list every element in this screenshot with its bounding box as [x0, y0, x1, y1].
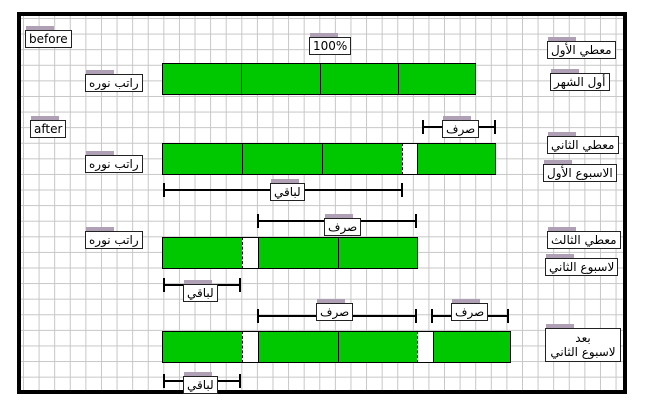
- before-label: before: [25, 26, 72, 48]
- spent-label-2: صرف: [324, 214, 362, 236]
- bar-gap: [417, 331, 434, 363]
- giver-first-label: معطي الأول: [547, 37, 616, 59]
- spent-label-3a: صرف: [316, 299, 354, 321]
- bar-segment: [398, 63, 476, 95]
- after-week-second-label: بعد لاسبوع الثاني: [545, 324, 621, 362]
- spent-label-3b: صرف: [451, 299, 489, 321]
- bar-segment: [322, 143, 403, 175]
- salary-label-3: راتب نوره: [85, 227, 143, 249]
- bar-segment: [162, 237, 243, 269]
- percent-label: 100%: [309, 33, 352, 55]
- remaining-label-3: لباقي: [183, 372, 218, 394]
- bar-segment: [241, 63, 321, 95]
- bar-segment: [242, 143, 323, 175]
- remaining-label-2: لباقي: [183, 280, 218, 302]
- bar-segment: [162, 143, 243, 175]
- bar-segment: [338, 237, 418, 269]
- giver-third-label: معطي الثالث: [547, 227, 621, 249]
- after-word: بعد: [575, 331, 591, 345]
- week-second-label: لاسبوع الثاني: [545, 254, 619, 276]
- remaining-label-1: لباقي: [270, 179, 305, 201]
- salary-label-1: راتب نوره: [85, 70, 143, 92]
- bar-gap: [402, 143, 418, 175]
- bar-segment: [258, 237, 339, 269]
- bar-segment: [162, 63, 242, 95]
- giver-second-label: معطي الثاني: [547, 132, 619, 154]
- bar-segment: [320, 63, 399, 95]
- bar-segment: [417, 143, 496, 175]
- bar-gap: [242, 237, 259, 269]
- bar-gap: [242, 331, 259, 363]
- bar-segment: [433, 331, 511, 363]
- spent-label-1: صرف: [442, 116, 480, 138]
- salary-label-2: راتب نوره: [85, 151, 143, 173]
- after-label: after: [30, 116, 67, 138]
- start-month-label: أول الشهر: [550, 69, 610, 91]
- bar-segment: [338, 331, 418, 363]
- after-week-word: لاسبوع الثاني: [550, 345, 616, 359]
- week-first-label: الاسبوع الأول: [543, 160, 617, 182]
- bar-segment: [258, 331, 339, 363]
- bar-segment: [162, 331, 243, 363]
